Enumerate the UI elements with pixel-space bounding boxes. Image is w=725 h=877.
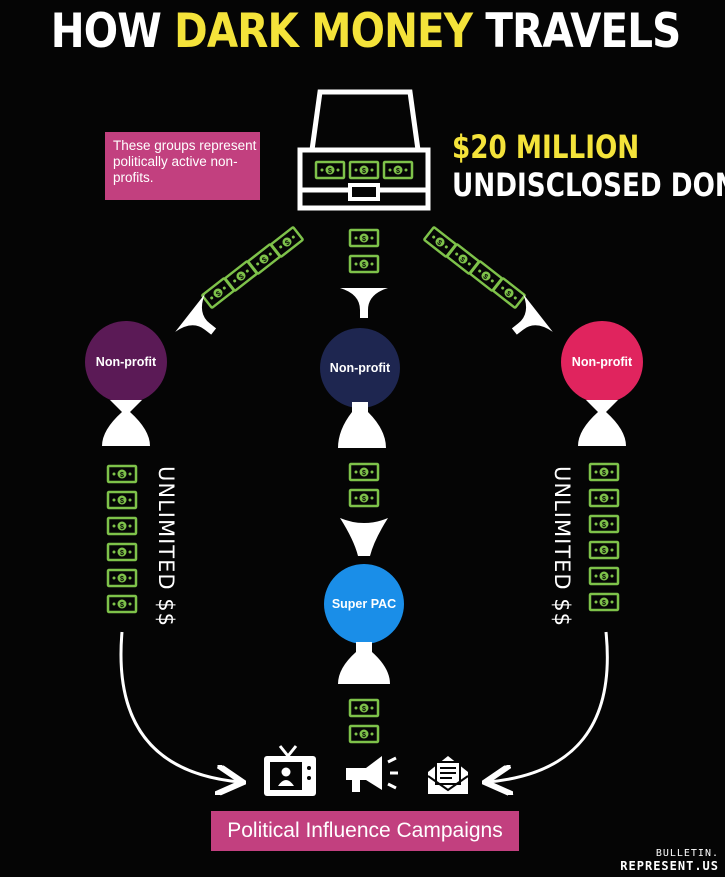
- arrow-left: [119, 631, 240, 782]
- title-suffix: TRAVELS: [472, 4, 681, 59]
- bills-center-middle: [348, 462, 380, 508]
- bills-left-stack: [106, 464, 138, 614]
- bills-right-stack: [588, 462, 620, 612]
- credit: BULLETIN. REPRESENT.US: [620, 848, 719, 873]
- bills-right-diagonal: [422, 225, 527, 310]
- briefcase-icon: [297, 89, 431, 211]
- briefcase-bills: [314, 160, 414, 180]
- unlimited-left: UNLIMITED $$: [154, 466, 178, 627]
- node-right-circle: [561, 321, 643, 403]
- tv-icon: [264, 745, 316, 796]
- credit-line1: BULLETIN.: [655, 848, 719, 859]
- unlimited-right: UNLIMITED $$: [550, 466, 574, 627]
- node-left-label: Non-profit: [95, 355, 157, 369]
- donor-label: $20 MILLION UNDISCLOSED DONOR: [452, 128, 725, 204]
- node-superpac-circle: [324, 564, 404, 644]
- mail-icon: [427, 756, 469, 794]
- node-center-label: Non-profit: [329, 361, 391, 375]
- node-superpac-label: Super PAC: [331, 597, 397, 611]
- node-right-label: Non-profit: [571, 355, 633, 369]
- output-funnels: [102, 400, 626, 684]
- page-title: HOW DARK MONEY TRAVELS: [50, 4, 682, 59]
- node-left-circle: [85, 321, 167, 403]
- note-box: These groups represent politically activ…: [105, 132, 260, 200]
- bills-left-diagonal: [200, 225, 305, 310]
- node-center-circle: [320, 328, 400, 408]
- title-prefix: HOW: [50, 4, 175, 59]
- bills-center-top: [348, 228, 380, 274]
- credit-line2: REPRESENT.US: [620, 859, 719, 873]
- donor-type: UNDISCLOSED DONOR: [452, 166, 725, 204]
- megaphone-icon: [346, 756, 398, 792]
- bills-center-bottom: [348, 698, 380, 744]
- donor-amount: $20 MILLION: [452, 128, 640, 166]
- title-highlight: DARK MONEY: [174, 4, 473, 59]
- campaigns-label: Political Influence Campaigns: [211, 811, 519, 851]
- arrow-right: [488, 631, 609, 782]
